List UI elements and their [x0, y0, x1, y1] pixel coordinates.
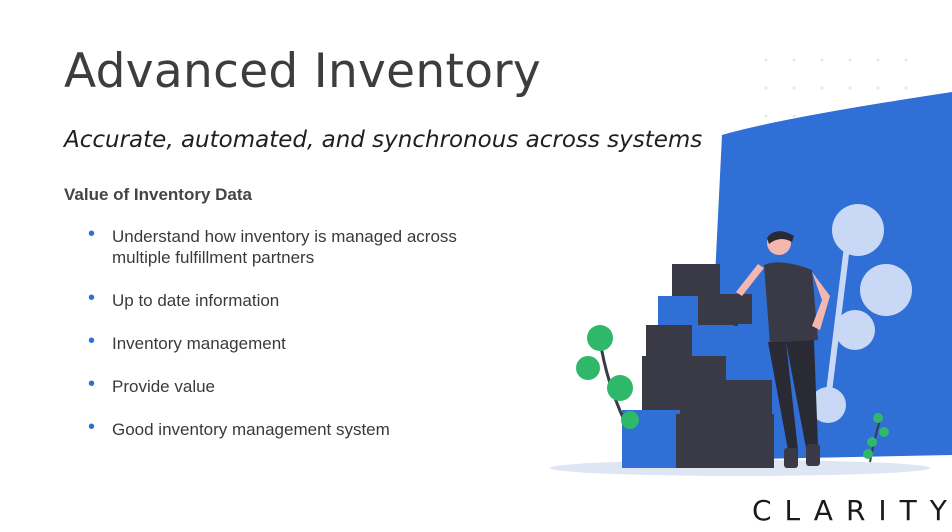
slide-subtitle: Accurate, automated, and synchronous acr…: [64, 127, 703, 153]
bullet-item: Provide value: [88, 374, 508, 397]
bullet-text: Inventory management: [112, 334, 286, 353]
section-heading: Value of Inventory Data: [64, 185, 252, 204]
green-plant-decoration: [576, 325, 889, 463]
bullet-item: Inventory management: [88, 331, 508, 354]
dot-grid-decoration: [764, 58, 908, 118]
bullet-list: Understand how inventory is managed acro…: [88, 224, 508, 440]
slide-title: Advanced Inventory: [64, 44, 541, 99]
pale-plant-decoration: [810, 204, 912, 423]
bullet-text: Good inventory management system: [112, 420, 390, 439]
bullet-text: Up to date information: [112, 291, 280, 310]
bullet-text: Understand how inventory is managed acro…: [112, 227, 457, 267]
bullet-item: Good inventory management system: [88, 417, 508, 440]
blue-backdrop-shape: [706, 92, 952, 460]
bullet-text: Provide value: [112, 377, 216, 396]
clarity-logo: CLARITY: [752, 494, 952, 527]
person-boxes-illustration: [550, 58, 952, 476]
bullet-item: Up to date information: [88, 288, 508, 311]
person-figure: [736, 230, 830, 468]
bullet-item: Understand how inventory is managed acro…: [88, 224, 508, 268]
